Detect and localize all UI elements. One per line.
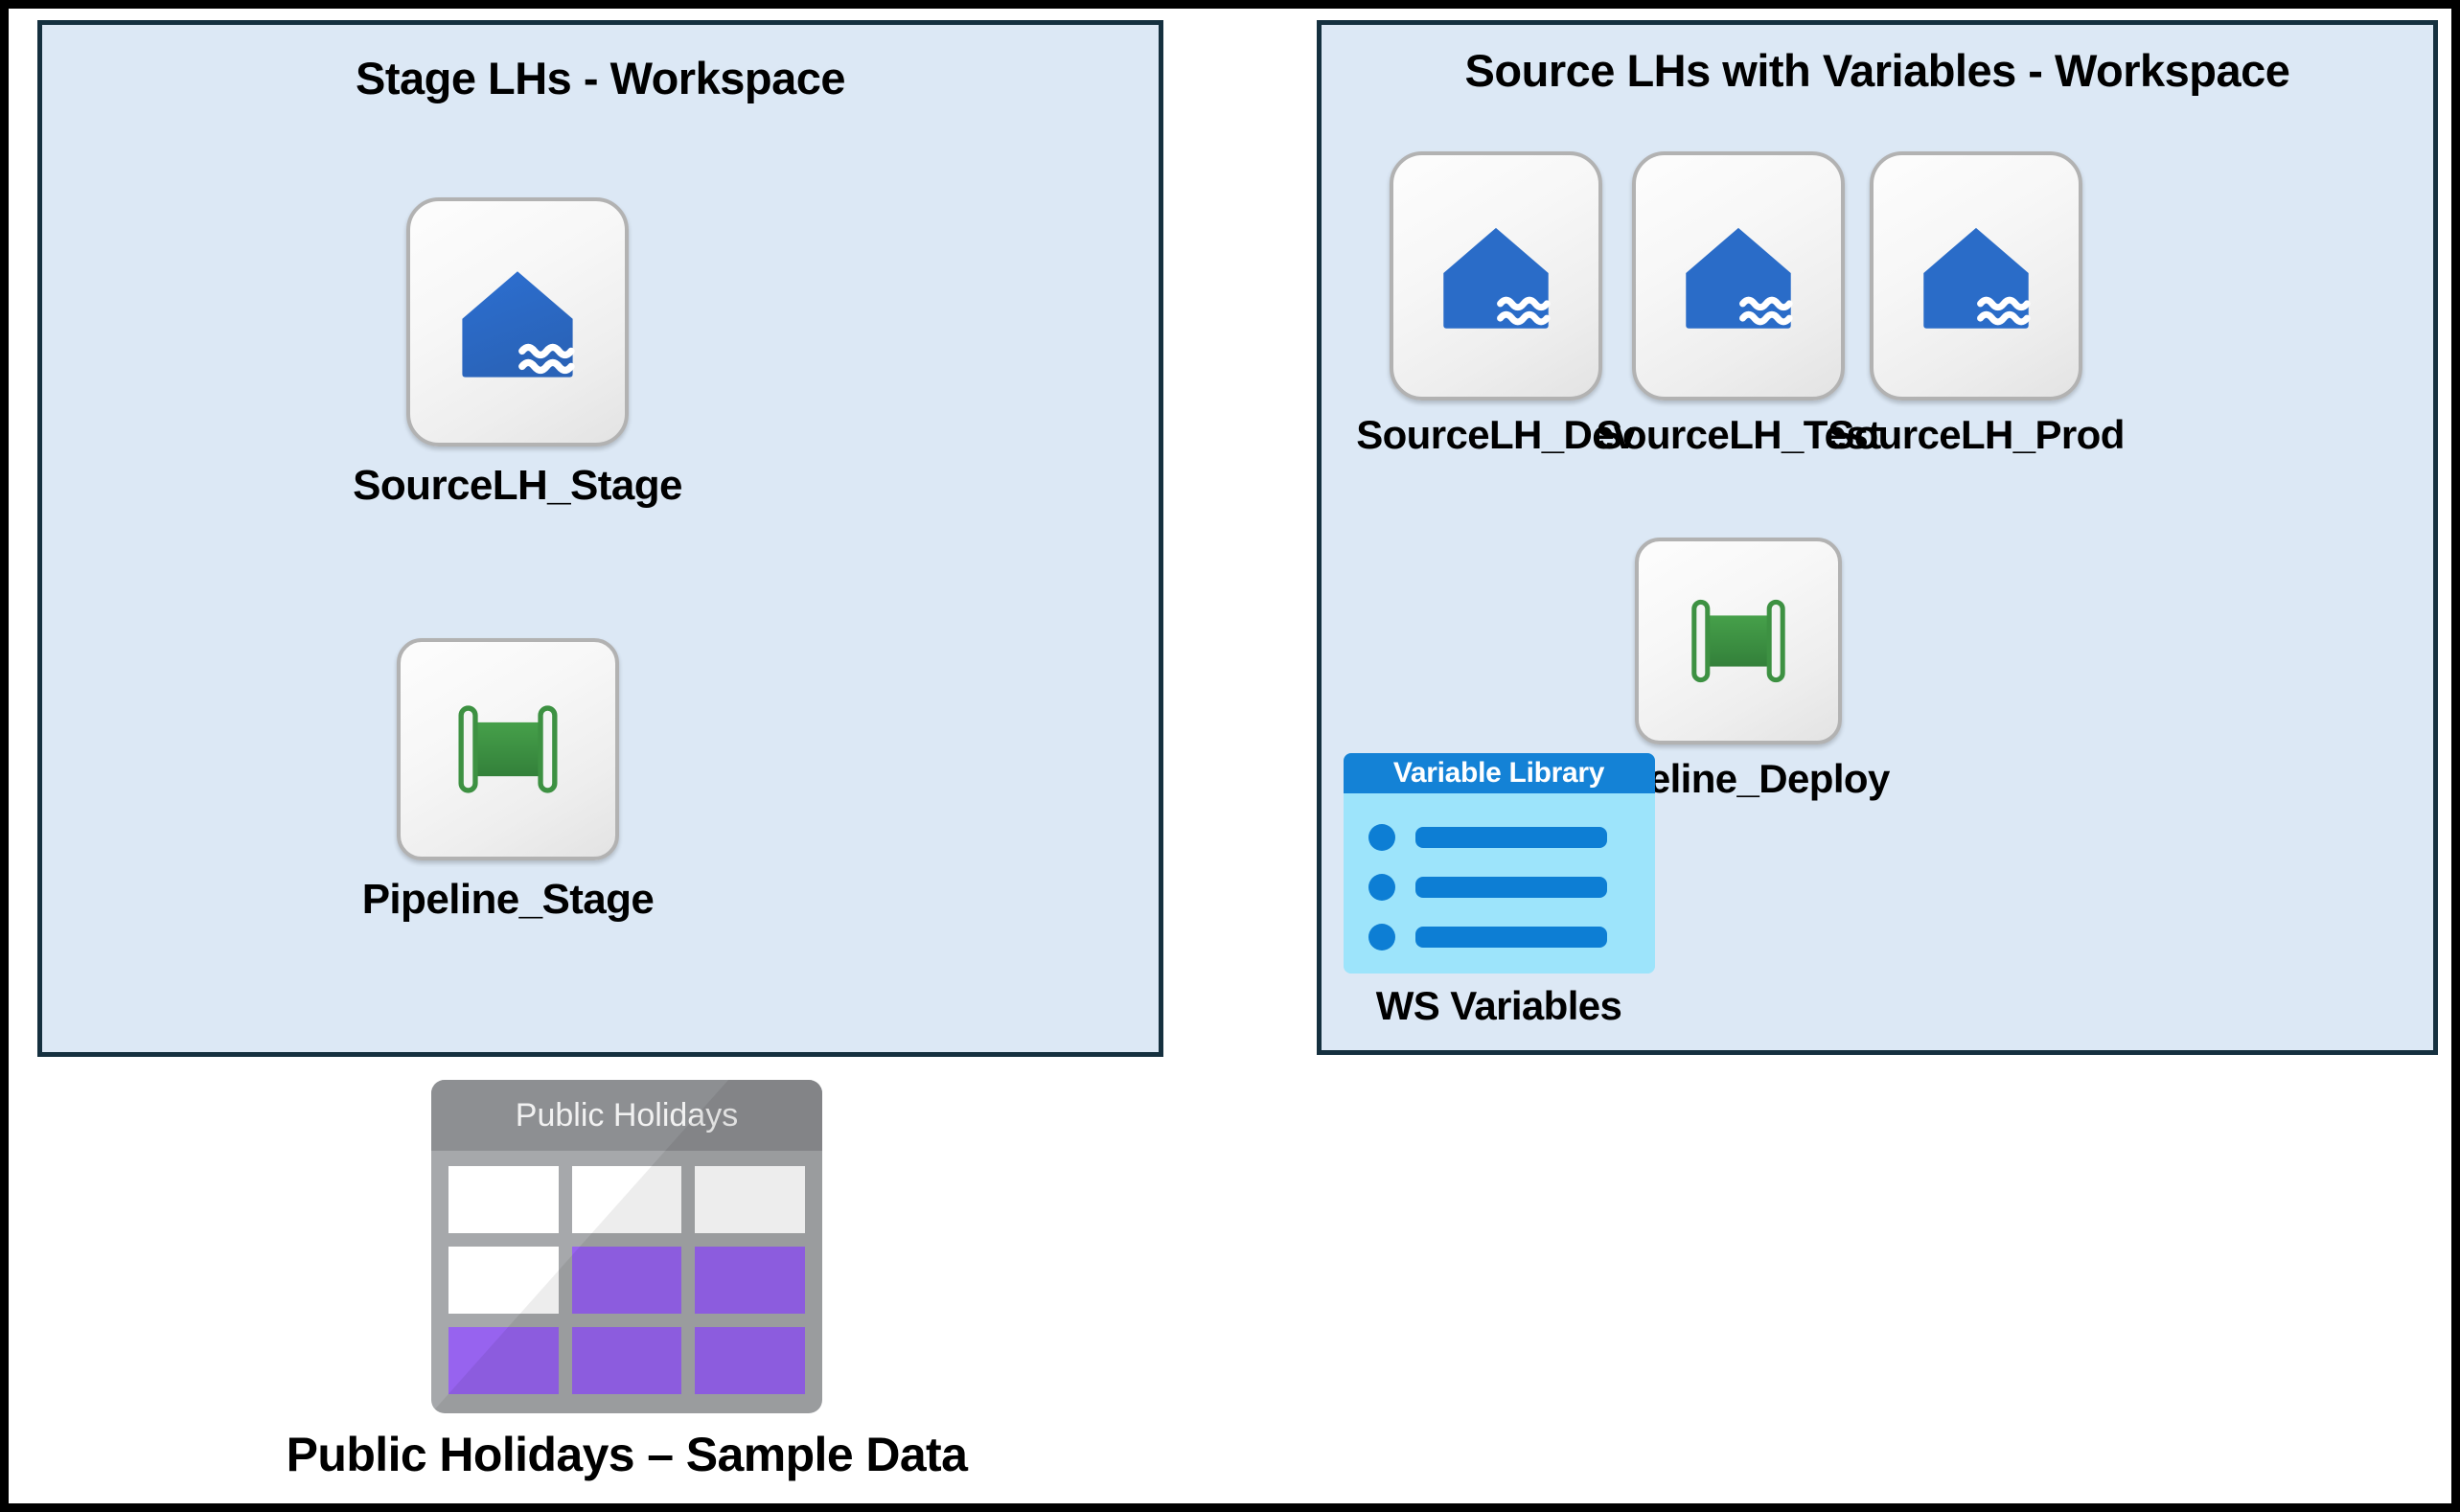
workspace-panel-stage: Stage LHs - Workspace (37, 20, 1163, 1057)
table-cell (695, 1327, 805, 1394)
table-icon-grid (431, 1151, 822, 1413)
lakehouse-icon-tile-prod[interactable] (1870, 151, 2082, 401)
lakehouse-icon-tile-stage[interactable] (406, 197, 629, 447)
lakehouse-icon (1443, 227, 1551, 329)
item-public-holidays[interactable]: Public Holidays Public Holidays – Sample… (239, 1080, 1015, 1482)
table-icon[interactable]: Public Holidays (431, 1080, 822, 1413)
pipeline-icon-tile-deploy[interactable] (1635, 538, 1842, 745)
item-pipeline-stage[interactable]: Pipeline_Stage (316, 638, 700, 924)
variable-bar (1414, 927, 1607, 948)
item-label-ws-variables: WS Variables (1375, 983, 1622, 1028)
table-cell (448, 1166, 559, 1233)
lakehouse-icon-tile-dev[interactable] (1390, 151, 1602, 401)
pipeline-icon-tile-stage[interactable] (397, 638, 619, 860)
table-cell (695, 1166, 805, 1233)
lakehouse-icon-tile-test[interactable] (1632, 151, 1845, 401)
table-cell (448, 1247, 559, 1314)
table-cell (571, 1166, 682, 1233)
variable-row (1368, 924, 1607, 951)
item-sourcelh-test[interactable]: SourceLH_Test (1575, 151, 1901, 458)
table-cell (571, 1327, 682, 1394)
lakehouse-icon (1686, 227, 1793, 329)
item-label-sourcelh-test: SourceLH_Test (1596, 412, 1881, 457)
table-icon-title: Public Holidays (431, 1080, 822, 1151)
variable-row (1368, 824, 1607, 851)
table-cell (695, 1247, 805, 1314)
item-pipeline-deploy[interactable]: Pipeline_Deploy (1561, 538, 1916, 802)
item-label-public-holidays: Public Holidays – Sample Data (286, 1428, 968, 1481)
pipeline-icon (458, 705, 558, 793)
variable-bar (1414, 877, 1607, 898)
item-label-sourcelh-stage: SourceLH_Stage (353, 462, 682, 509)
item-label-sourcelh-dev: SourceLH_Dev (1356, 412, 1636, 457)
item-label-pipeline-stage: Pipeline_Stage (361, 876, 655, 923)
item-sourcelh-prod[interactable]: SourceLH_Prod (1813, 151, 2139, 458)
item-label-sourcelh-prod: SourceLH_Prod (1828, 412, 2125, 457)
panel-title-stage: Stage LHs - Workspace (355, 53, 846, 103)
bullet-icon (1368, 824, 1395, 851)
variable-row (1368, 874, 1607, 901)
lakehouse-icon (462, 271, 575, 378)
variable-bar (1414, 827, 1607, 848)
variable-library-icon[interactable]: Variable Library (1343, 753, 1655, 974)
variable-library-card-title: Variable Library (1343, 753, 1655, 793)
panel-title-source: Source LHs with Variables - Workspace (1464, 45, 2290, 96)
lakehouse-icon (1923, 227, 2031, 329)
bullet-icon (1368, 924, 1395, 951)
item-sourcelh-dev[interactable]: SourceLH_Dev (1333, 151, 1659, 458)
pipeline-icon (1691, 599, 1785, 683)
bullet-icon (1368, 874, 1395, 901)
variable-library-rows (1343, 793, 1655, 974)
table-cell (571, 1247, 682, 1314)
item-sourcelh-stage[interactable]: SourceLH_Stage (326, 197, 709, 510)
item-ws-variables[interactable]: Variable Library WS Varia (1331, 753, 1667, 1029)
table-cell (448, 1327, 559, 1394)
workspace-panel-source: Source LHs with Variables - Workspace So… (1317, 20, 2438, 1055)
